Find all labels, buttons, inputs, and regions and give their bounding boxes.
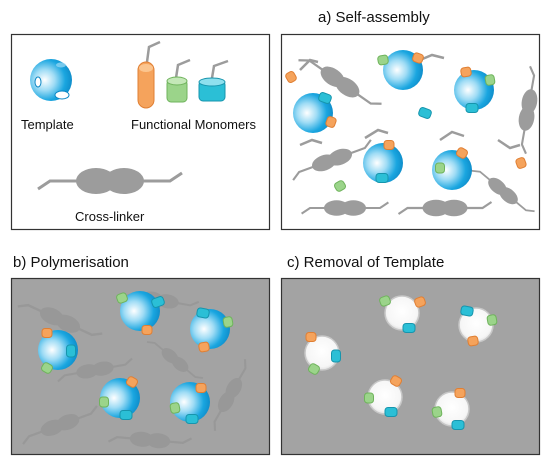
green-monomer-icon [166, 58, 191, 103]
self-assembly-title: a) Self-assembly [318, 9, 430, 26]
template-removal-title: c) Removal of Template [287, 254, 445, 271]
polymerisation-title: b) Polymerisation [13, 254, 129, 271]
template-legend-icon [30, 59, 72, 101]
monomers-legend-label: Functional Monomers [131, 117, 256, 132]
orange-monomer-icon [137, 40, 161, 109]
crosslinker-legend-label: Cross-linker [75, 209, 145, 224]
crosslinker-legend-icon [37, 168, 183, 194]
cyan-monomer-icon [198, 59, 229, 102]
template-legend-label: Template [21, 117, 74, 132]
self-assembly-contents [284, 47, 545, 221]
